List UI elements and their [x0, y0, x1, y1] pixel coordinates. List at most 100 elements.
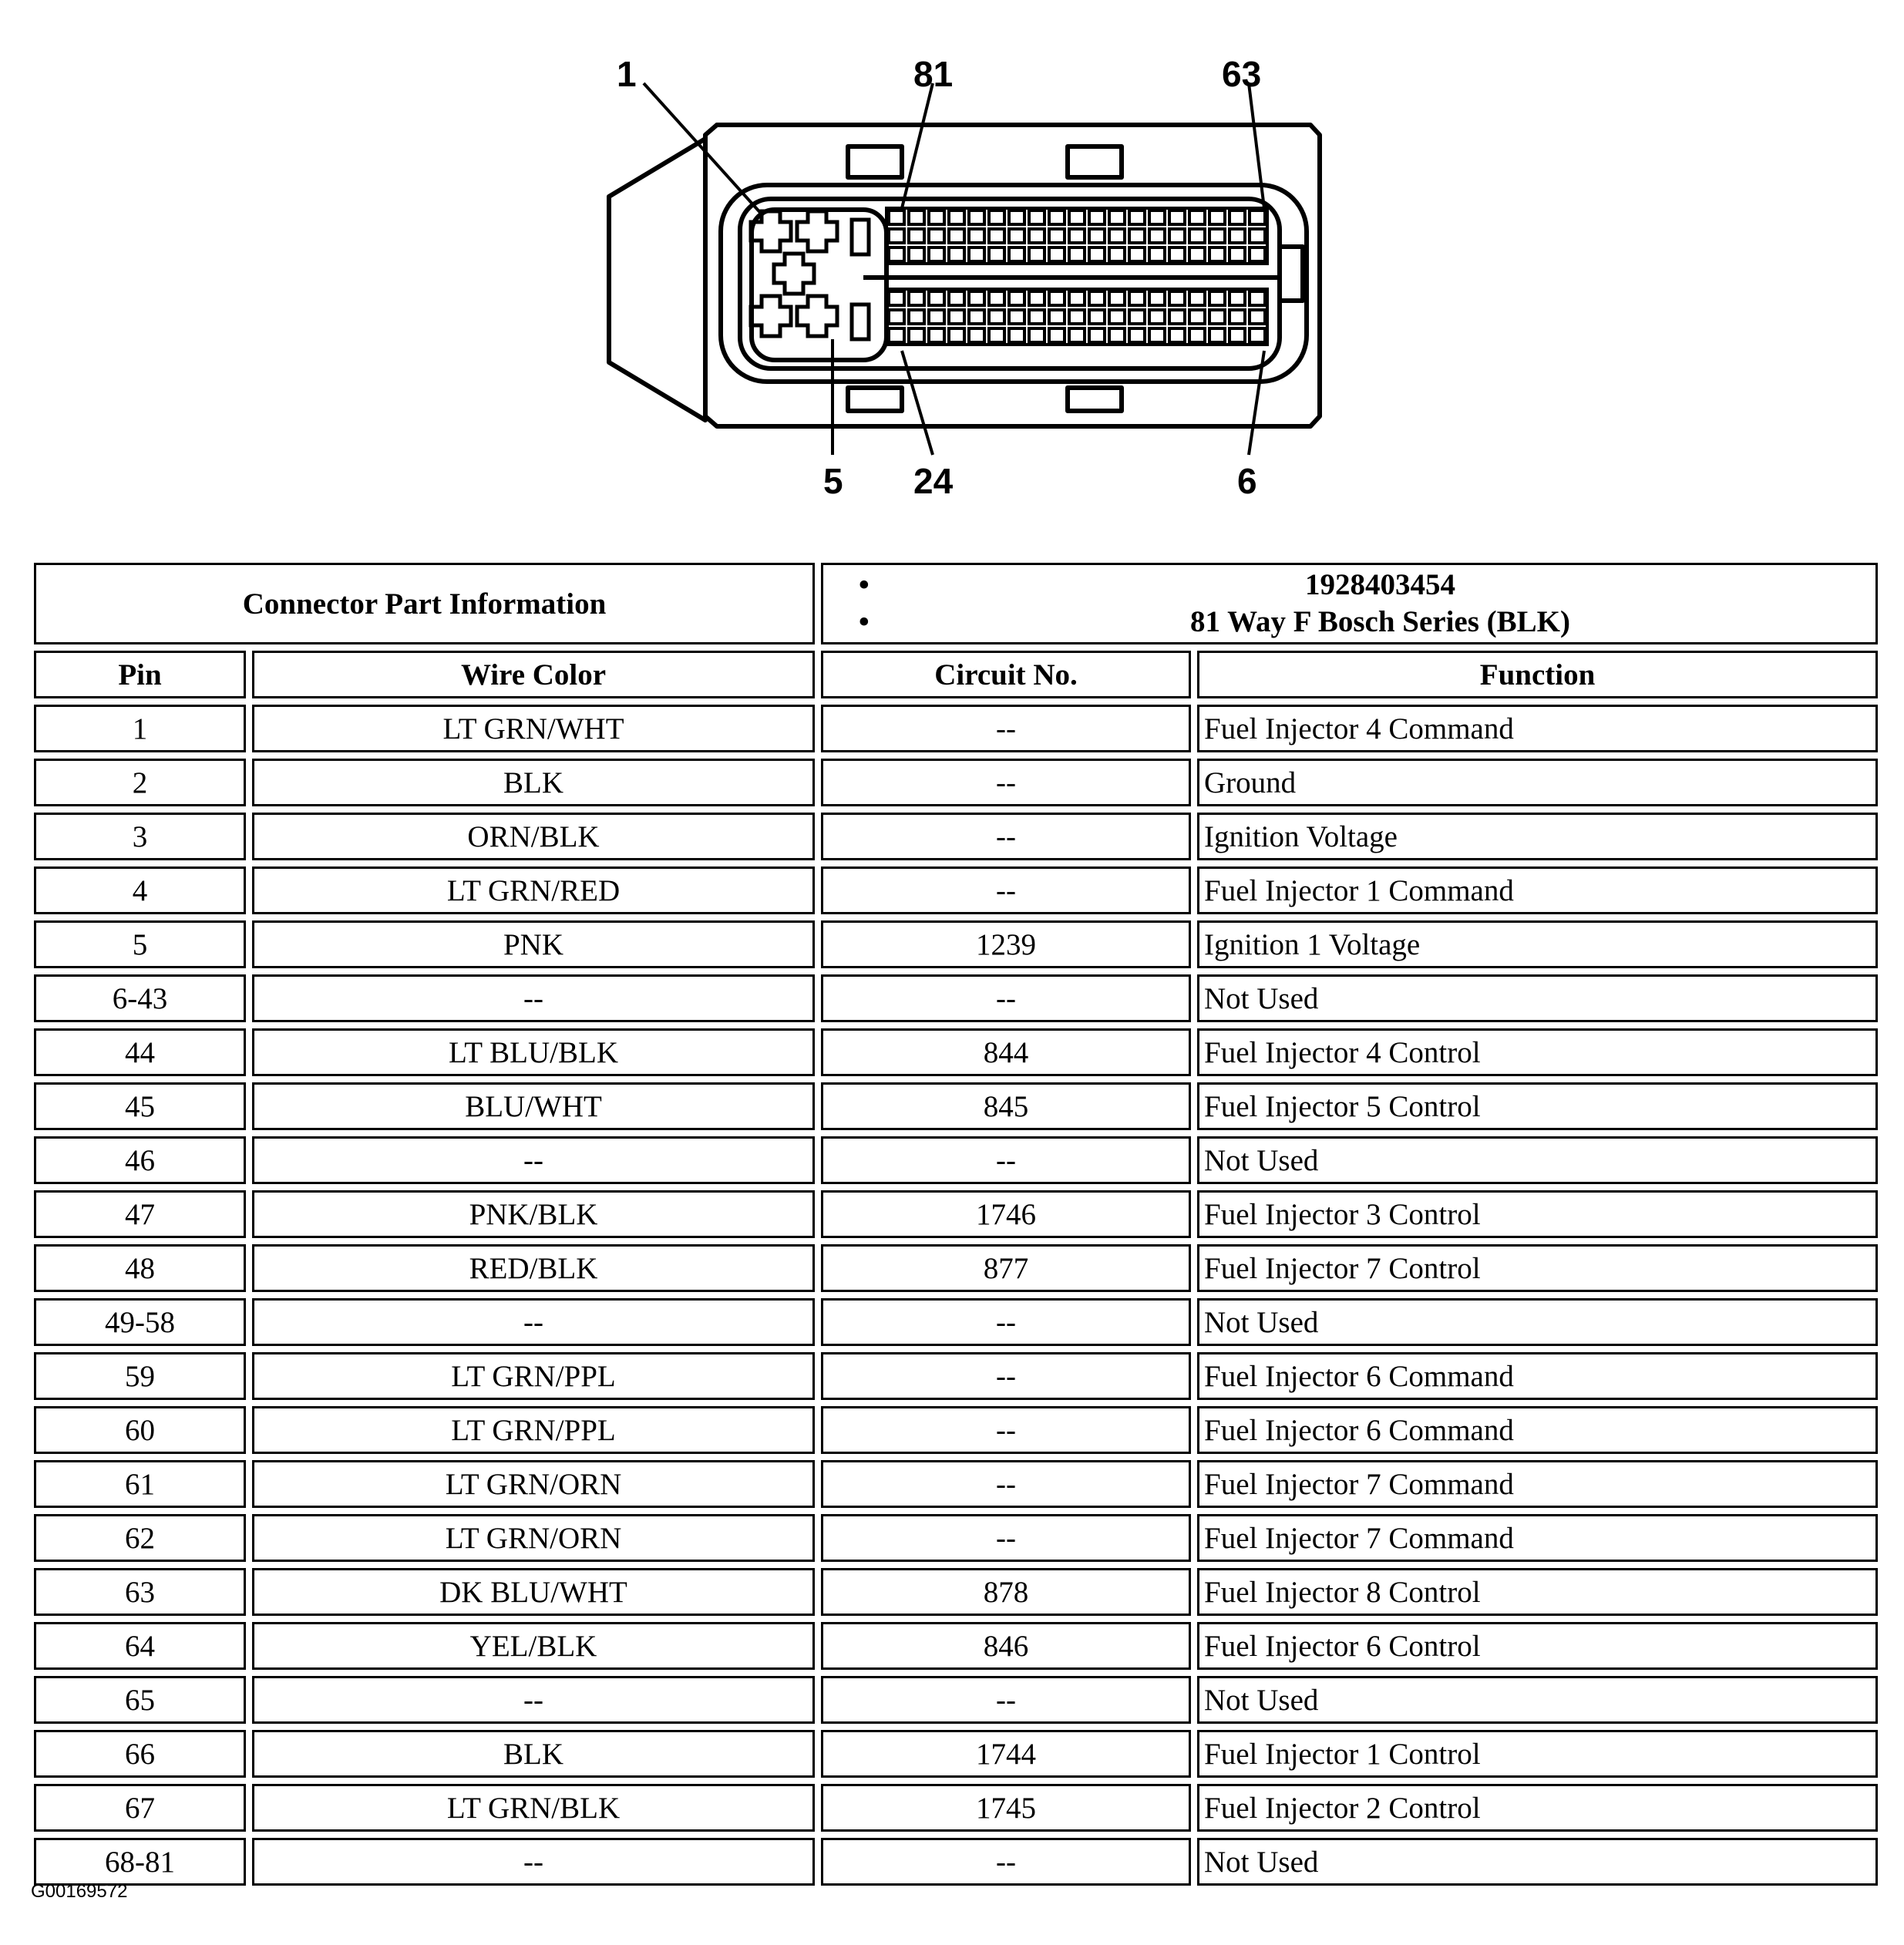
large-terminal-cavity — [748, 209, 793, 254]
pin-cavity — [1088, 308, 1106, 325]
connector-info-label: Connector Part Information — [34, 563, 816, 644]
pin-cavity — [1048, 209, 1066, 226]
cell-function: Fuel Injector 1 Command — [1197, 867, 1879, 914]
cell-wire-color: -- — [252, 1298, 816, 1346]
pin-cavity — [1048, 227, 1066, 244]
pin-cavity — [1128, 209, 1146, 226]
connector-face-diagram: 1 81 63 5 24 6 — [607, 54, 1322, 501]
cell-function: Ground — [1197, 759, 1879, 806]
pin-cavity — [1168, 227, 1186, 244]
small-pin-grid — [863, 207, 1279, 346]
cell-function: Ignition Voltage — [1197, 813, 1879, 860]
pin-cavity — [947, 209, 966, 226]
cell-wire-color: RED/BLK — [252, 1244, 816, 1292]
pin-callout-63: 63 — [1222, 54, 1261, 94]
pin-cavity — [1068, 327, 1086, 344]
cell-pin: 60 — [34, 1406, 246, 1454]
cell-pin: 4 — [34, 867, 246, 914]
pin-cavity — [1188, 308, 1206, 325]
cell-wire-color: -- — [252, 1676, 816, 1724]
pin-cavity — [1008, 246, 1026, 263]
leader-line-pin-81 — [900, 82, 934, 209]
cell-wire-color: LT GRN/ORN — [252, 1460, 816, 1508]
pin-cavity — [1248, 227, 1267, 244]
header-pin: Pin — [34, 651, 246, 698]
cell-pin: 5 — [34, 920, 246, 968]
pin-cavity — [987, 290, 1006, 307]
pin-cavity — [1108, 227, 1126, 244]
table-row: 68-81----Not Used — [34, 1838, 1879, 1886]
pin-cavity — [1148, 227, 1166, 244]
pin-cavity — [1168, 290, 1186, 307]
connector-left-wedge — [607, 136, 708, 422]
pin-block-lower — [885, 288, 1269, 346]
cell-circuit-no: -- — [821, 974, 1192, 1022]
pin-cavity — [987, 209, 1006, 226]
cell-circuit-no: 1745 — [821, 1784, 1192, 1832]
cell-pin: 3 — [34, 813, 246, 860]
table-row: 49-58----Not Used — [34, 1298, 1879, 1346]
cell-function: Fuel Injector 6 Command — [1197, 1406, 1879, 1454]
pin-cavity — [1208, 327, 1226, 344]
pin-cavity — [1168, 209, 1186, 226]
cell-circuit-no: 877 — [821, 1244, 1192, 1292]
cell-function: Fuel Injector 8 Control — [1197, 1568, 1879, 1616]
pin-cavity — [1188, 227, 1206, 244]
cell-pin: 66 — [34, 1730, 246, 1778]
pin-cavity — [1168, 308, 1186, 325]
large-terminal-cavity — [748, 294, 793, 338]
header-function: Function — [1197, 651, 1879, 698]
cell-circuit-no: -- — [821, 1298, 1192, 1346]
connector-latch-bottom-right — [1065, 385, 1124, 413]
pin-cavity — [1008, 327, 1026, 344]
pin-cavity — [1048, 290, 1066, 307]
pin-cavity — [1088, 227, 1106, 244]
pin-cavity — [887, 209, 906, 226]
large-terminal-cavity — [772, 251, 816, 296]
pin-cavity — [1208, 246, 1226, 263]
pin-cavity — [1228, 209, 1246, 226]
cell-circuit-no: -- — [821, 813, 1192, 860]
leader-line-pin-6 — [1247, 350, 1266, 456]
pin-cavity — [947, 246, 966, 263]
pin-cavity — [1028, 290, 1046, 307]
cell-circuit-no: 1746 — [821, 1190, 1192, 1238]
pin-cavity — [1128, 246, 1146, 263]
pin-cavity — [1148, 290, 1166, 307]
cell-circuit-no: -- — [821, 1676, 1192, 1724]
pin-cavity — [1048, 327, 1066, 344]
pin-cavity — [1208, 209, 1226, 226]
cell-circuit-no: -- — [821, 1406, 1192, 1454]
pin-cavity — [907, 209, 926, 226]
cell-function: Fuel Injector 1 Control — [1197, 1730, 1879, 1778]
cell-wire-color: BLK — [252, 759, 816, 806]
cell-function: Not Used — [1197, 1298, 1879, 1346]
pin-cavity — [1168, 327, 1186, 344]
cell-pin: 49-58 — [34, 1298, 246, 1346]
pin-cavity — [1228, 290, 1246, 307]
cell-function: Fuel Injector 7 Command — [1197, 1514, 1879, 1562]
pin-cavity — [887, 308, 906, 325]
table-row: 46----Not Used — [34, 1136, 1879, 1184]
connector-part-number: 1928403454 — [828, 567, 1871, 604]
cell-circuit-no: 1239 — [821, 920, 1192, 968]
cell-function: Not Used — [1197, 1838, 1879, 1886]
cell-circuit-no: -- — [821, 1352, 1192, 1400]
cell-wire-color: LT GRN/BLK — [252, 1784, 816, 1832]
pin-cavity — [1028, 209, 1046, 226]
cell-function: Fuel Injector 5 Control — [1197, 1082, 1879, 1130]
cell-wire-color: LT BLU/BLK — [252, 1028, 816, 1076]
pin-cavity — [1088, 209, 1106, 226]
connector-latch-top-left — [846, 144, 904, 180]
pin-callout-5: 5 — [823, 461, 843, 501]
cell-wire-color: -- — [252, 974, 816, 1022]
figure-id: G00169572 — [31, 1881, 128, 1902]
pin-cavity — [927, 227, 946, 244]
